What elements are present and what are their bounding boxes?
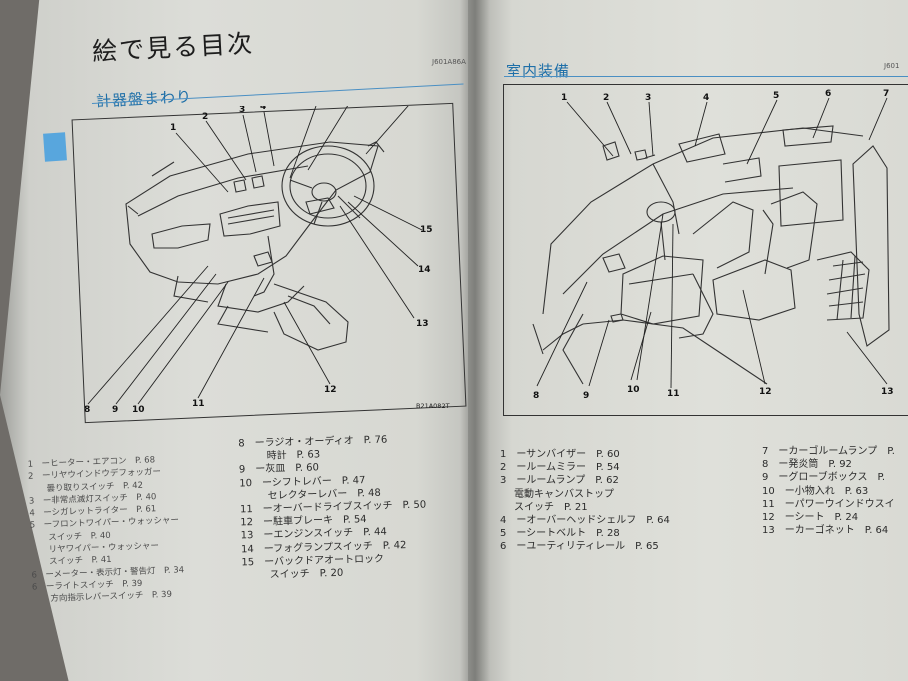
callout-10: 10 — [132, 405, 145, 414]
interior-legend-col2: 7 ーカーゴルームランプ P. 8 ー発炎筒 P. 92 9 ーグローブボックス… — [762, 445, 895, 537]
callout-15: 15 — [420, 225, 433, 235]
callout-11: 11 — [667, 389, 680, 399]
callout-9: 9 — [112, 405, 118, 414]
legend-item: 8 ー発炎筒 P. 92 — [762, 459, 852, 471]
legend-item: 2 ールームミラー P. 54 — [500, 462, 620, 474]
instrument-panel-diagram: 1 2 3 4 5 6 7 8 9 10 11 12 13 14 15 B21A… — [84, 106, 450, 414]
callout-9: 9 — [583, 391, 589, 401]
callout-1: 1 — [170, 123, 176, 133]
callout-5: 5 — [773, 91, 779, 101]
callout-2: 2 — [202, 112, 208, 122]
legend-item: 3 ールームランプ P. 62 — [500, 475, 619, 487]
callout-13: 13 — [881, 387, 894, 397]
callout-4: 4 — [260, 106, 266, 112]
legend-item: 電動キャンバストップ — [514, 488, 614, 500]
callout-2: 2 — [603, 93, 609, 103]
callout-7: 7 — [883, 89, 889, 99]
legend-item: 5 ーシートベルト P. 28 — [500, 528, 620, 540]
callout-4: 4 — [703, 93, 709, 103]
section-title-interior: 室内装備 — [506, 62, 571, 80]
callout-14: 14 — [418, 265, 431, 275]
callout-8: 8 — [84, 405, 90, 414]
callout-10: 10 — [627, 385, 640, 395]
instrument-legend-col1: 1 ーヒーター・エアコン P. 68 2 ーリヤウインドウデフォッガー 曇り取り… — [27, 453, 185, 606]
legend-item: 9 ーグローブボックス P. — [762, 472, 886, 484]
legend-item: 11 ーパワーウインドウスイ — [762, 498, 895, 510]
legend-item: 4 ーオーバーヘッドシェルフ P. 64 — [500, 515, 670, 527]
legend-item: 13 ーカーゴネット P. 64 — [762, 525, 889, 537]
legend-item: スイッチ P. 21 — [514, 501, 588, 513]
book-gutter — [460, 0, 490, 681]
callout-8: 8 — [533, 391, 539, 401]
callout-13: 13 — [416, 319, 429, 329]
callout-6: 6 — [825, 89, 831, 99]
interior-figure-frame — [503, 84, 908, 416]
right-page — [468, 0, 908, 681]
callout-12: 12 — [759, 387, 772, 397]
interior-diagram: 1 2 3 4 5 6 7 8 9 10 11 12 13 — [532, 89, 894, 401]
section-rule-right — [504, 76, 908, 77]
legend-item: 7 ーカーゴルームランプ P. — [762, 446, 895, 457]
callout-12: 12 — [324, 385, 337, 395]
instrument-legend-col2: 8 ーラジオ・オーディオ P. 76 時計 P. 63 9 ー灰皿 P. 60 … — [238, 433, 428, 583]
callout-5: 5 — [312, 106, 318, 108]
chapter-tab-marker — [43, 132, 67, 162]
page-code-right: J601 — [884, 62, 900, 70]
callout-3: 3 — [239, 106, 245, 115]
legend-item: 12 ーシート P. 24 — [762, 512, 859, 524]
callout-3: 3 — [645, 93, 651, 103]
left-page — [0, 0, 490, 681]
callout-1: 1 — [561, 93, 567, 103]
interior-legend-col1: 1 ーサンバイザー P. 60 2 ールームミラー P. 54 3 ールームラン… — [500, 448, 670, 554]
callout-11: 11 — [192, 399, 205, 409]
legend-item: 1 ーサンバイザー P. 60 — [500, 449, 620, 460]
legend-item: 10 ー小物入れ P. 63 — [762, 485, 869, 497]
page-code: J601A86A — [432, 58, 466, 66]
figure-code: B21A082T — [416, 402, 450, 410]
legend-item: 6 ーユーティリティレール P. 65 — [500, 541, 659, 553]
